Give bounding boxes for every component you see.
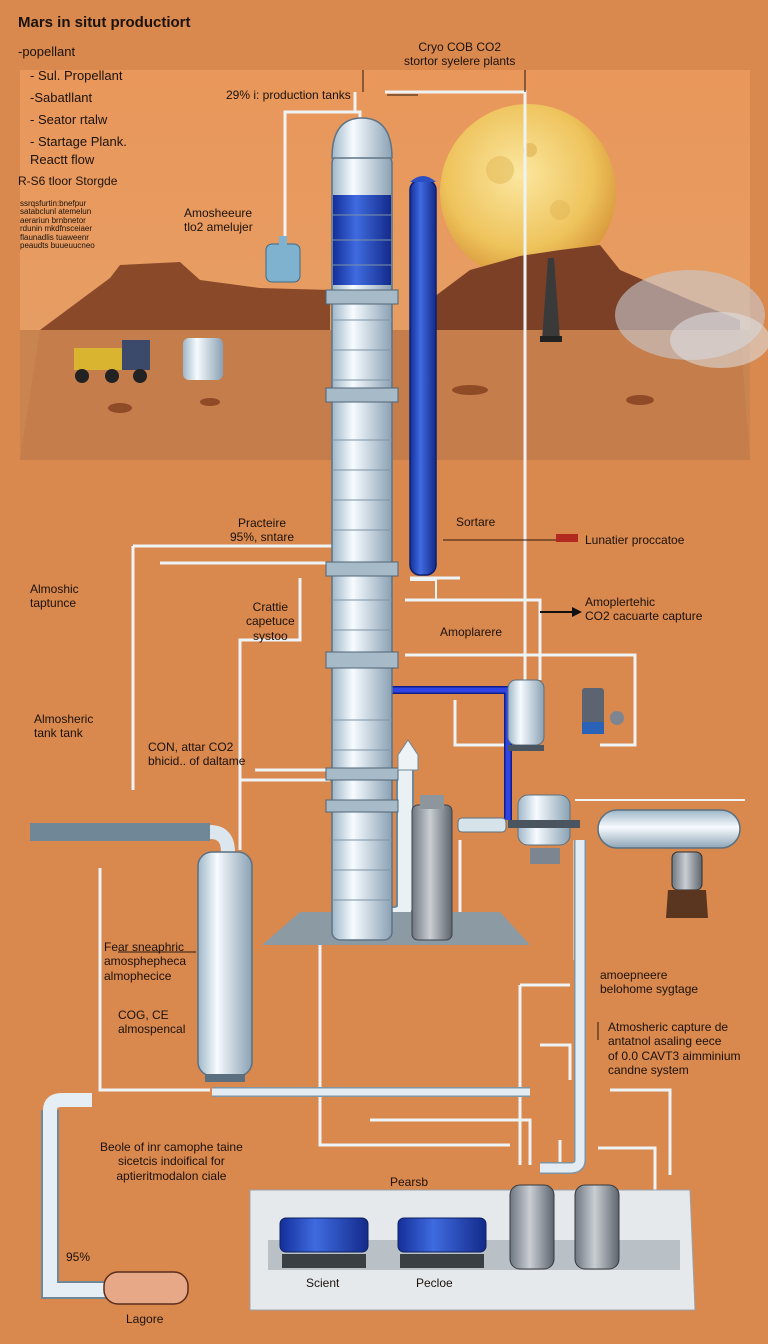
- reactor-vessel: [507, 679, 545, 751]
- label-practeire: Practeire 95%, sntare: [230, 516, 295, 545]
- legend-item: - Startage Plank.: [30, 134, 127, 149]
- label-capture-system: Atmosheric capture de antatnol asaling e…: [608, 1020, 741, 1078]
- label-amoplarere: Amoplarere: [440, 625, 503, 639]
- legend-item: R-S6 tloor Storgde: [18, 174, 118, 188]
- label-almosheric-tank: Almosheric tank tank: [34, 712, 94, 741]
- label-amoepneere: amoepneere belohome sygtage: [600, 968, 699, 997]
- tower-platform: [262, 912, 530, 945]
- legend-item: Reactt flow: [30, 152, 95, 167]
- legend-item: -popellant: [18, 44, 76, 59]
- pump-unit: [582, 688, 624, 734]
- steam-chimney: [397, 739, 419, 771]
- label-production-tanks: 29% i: production tanks: [226, 88, 351, 102]
- separator-vessel: [457, 794, 580, 864]
- label-cryo-co2: Cryo COB CO2 stortor syelere plants: [404, 40, 516, 69]
- landscape-tank: [183, 338, 223, 380]
- arrow-right-icon: [540, 607, 582, 617]
- small-tank-upper: [265, 236, 301, 283]
- label-atmosphere-co2: Amosheeure tlo2 amelujer: [184, 206, 253, 235]
- lander-tank: [666, 851, 708, 918]
- gray-vessel: [411, 795, 453, 941]
- label-95-percent: 95%: [66, 1250, 91, 1264]
- label-fear-sneaphric: Fear sneaphric amosphepheca almophecice: [104, 940, 187, 983]
- label-sortare: Sortare: [456, 515, 496, 529]
- label-con-attar: CON, attar CO2 bhicid.. of daltame: [148, 740, 246, 769]
- horizontal-tank: [575, 799, 745, 849]
- mesa-left: [40, 262, 330, 330]
- label-beole: Beole of inr camophe taine sicetcis indo…: [100, 1140, 243, 1183]
- rocket-icon: [540, 258, 562, 342]
- blue-tank: [409, 176, 437, 601]
- label-lagore: Lagore: [126, 1312, 164, 1326]
- label-pearsb: Pearsb: [390, 1175, 429, 1189]
- legend-item: - Seator rtalw: [30, 112, 108, 127]
- legend-item: -Sabatllant: [30, 90, 93, 105]
- annotation-lines: [118, 70, 599, 1040]
- rover-icon: [74, 340, 150, 383]
- main-column-tank: [325, 117, 399, 941]
- copper-tank: [103, 1271, 189, 1305]
- storage-tank-left: [197, 851, 253, 1082]
- sun-icon: [440, 104, 616, 280]
- red-marker: [556, 534, 578, 542]
- label-cog-ce: COG, CE almospencal: [118, 1008, 186, 1037]
- label-almoshic: Almoshic taptunce: [30, 582, 79, 611]
- legend-fine-print: ssrqsfurtin:bnefpur satabclunl atemelun …: [20, 199, 95, 250]
- label-pecloe: Pecloe: [416, 1276, 453, 1290]
- base-plant: [249, 1184, 696, 1311]
- diagram-title: Mars in situt productiort: [18, 14, 191, 31]
- label-amoplertehic: Amoplertehic CO2 cacuarte capture: [585, 595, 703, 624]
- label-crattie: Crattie capetuce systoo: [246, 600, 295, 643]
- label-lunatier: Lunatier proccatoe: [585, 533, 685, 547]
- label-scient: Scient: [306, 1276, 340, 1290]
- legend-item: - Sul. Propellant: [30, 68, 123, 83]
